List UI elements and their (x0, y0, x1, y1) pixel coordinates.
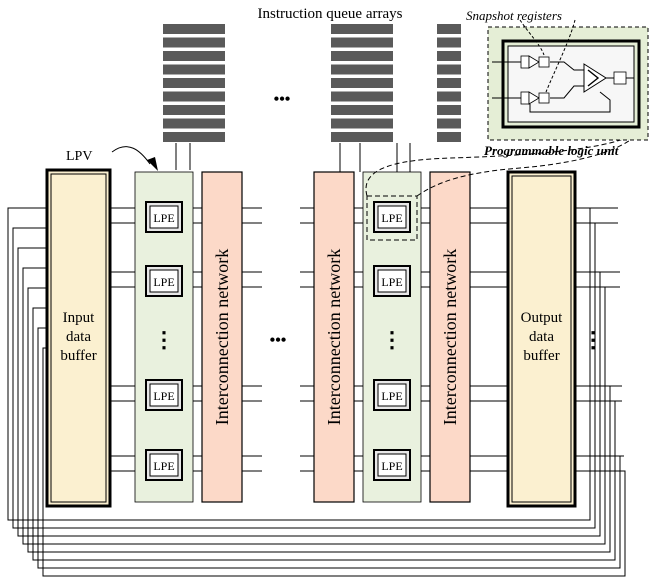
interconnection-network-3: Interconnection network (429, 171, 471, 503)
lpe-block: LPE (145, 201, 183, 233)
instruction-queue-arrays (163, 24, 461, 142)
input-buffer-line-3: buffer (60, 348, 96, 364)
arrowhead (147, 157, 158, 171)
register-latch-2 (520, 91, 550, 105)
queue-slot (163, 64, 225, 75)
queue-slot (163, 91, 225, 102)
programmable-logic-unit (487, 19, 649, 141)
feedback-wire (37, 327, 621, 569)
lpe-block: LPE (373, 449, 411, 481)
lpe-label: LPE (381, 389, 402, 403)
queue-slot (331, 64, 393, 75)
lpe-block: LPE (145, 379, 183, 411)
lpe-label: LPE (153, 389, 174, 403)
queue-slot (437, 64, 461, 75)
queue-slot (437, 51, 461, 61)
lpe-label: LPE (381, 211, 402, 225)
queue-slot (163, 51, 225, 61)
output-ellipsis: ⋮ (582, 327, 604, 352)
queue-slot (437, 78, 461, 88)
queue-slot (163, 105, 225, 115)
interconnection-network-2: Interconnection network (313, 171, 355, 503)
output-buffer-line-1: Output (521, 310, 564, 326)
lpe-ellipsis-2: ⋮ (381, 327, 403, 352)
lpe-label: LPE (153, 459, 174, 473)
column-ellipsis: ••• (270, 332, 287, 349)
queue-slot (331, 51, 393, 61)
interconnect-label-3: Interconnection network (440, 249, 460, 425)
lpe-block: LPE (145, 449, 183, 481)
lpe-label: LPE (153, 211, 174, 225)
input-buffer-line-1: Input (63, 310, 95, 326)
snapshot-registers-label: Snapshot registers (466, 8, 562, 23)
lpe-label: LPE (153, 275, 174, 289)
queue-slot (437, 91, 461, 102)
register-latch (520, 55, 550, 69)
lpe-block: LPE (373, 201, 411, 233)
lpe-blocks: LPE LPE LPE LPE LPE LPE LPE LPE (145, 201, 411, 481)
feedback-wire (22, 267, 606, 545)
feedback-wire (27, 287, 611, 553)
dashed-callout-2 (416, 125, 645, 197)
feedback-wire (7, 207, 591, 521)
interconnect-label-2: Interconnection network (324, 249, 344, 425)
output-buffer-line-3: buffer (523, 348, 559, 364)
queue-slot (437, 118, 461, 129)
lpe-block: LPE (373, 265, 411, 297)
queue-slot (331, 37, 393, 48)
queue-connections (175, 143, 411, 172)
lpe-label: LPE (381, 459, 402, 473)
queue-slot (331, 105, 393, 115)
feedback-wire (12, 222, 596, 529)
input-buffer-line-2: data (66, 329, 91, 345)
queue-slot (331, 78, 393, 88)
queue-slot (331, 91, 393, 102)
lpe-highlight (366, 195, 418, 241)
queue-slot (437, 105, 461, 115)
interconnect-label-1: Interconnection network (212, 249, 232, 425)
queue-slot (331, 132, 393, 142)
lpv-pointer (111, 146, 151, 165)
diagram-title: Instruction queue arrays (258, 6, 403, 22)
lpe-block: LPE (145, 265, 183, 297)
queue-slot (331, 24, 393, 34)
lpv-label: LPV (66, 149, 92, 164)
lpe-ellipsis-1: ⋮ (153, 327, 175, 352)
queue-slot (163, 24, 225, 34)
queue-slot (437, 24, 461, 34)
feedback-wire (17, 247, 601, 537)
dashed-callout (365, 129, 641, 197)
feedback-wire (42, 347, 626, 577)
queue-slot (163, 78, 225, 88)
queue-slot (163, 118, 225, 129)
queue-slot (437, 37, 461, 48)
plu-label: Programmable logic unit (484, 143, 619, 158)
feedback-wire (32, 307, 616, 561)
queue-ellipsis: ••• (274, 91, 291, 108)
lpe-label: LPE (381, 275, 402, 289)
queue-slot (163, 132, 225, 142)
input-data-buffer: Input data buffer (45, 168, 112, 508)
queue-slot (331, 118, 393, 129)
interconnection-network-1: Interconnection network (201, 171, 243, 503)
output-buffer-line-2: data (529, 329, 554, 345)
queue-slot (437, 132, 461, 142)
queue-slot (163, 37, 225, 48)
output-data-buffer: Output data buffer (506, 170, 577, 508)
lpe-block: LPE (373, 379, 411, 411)
